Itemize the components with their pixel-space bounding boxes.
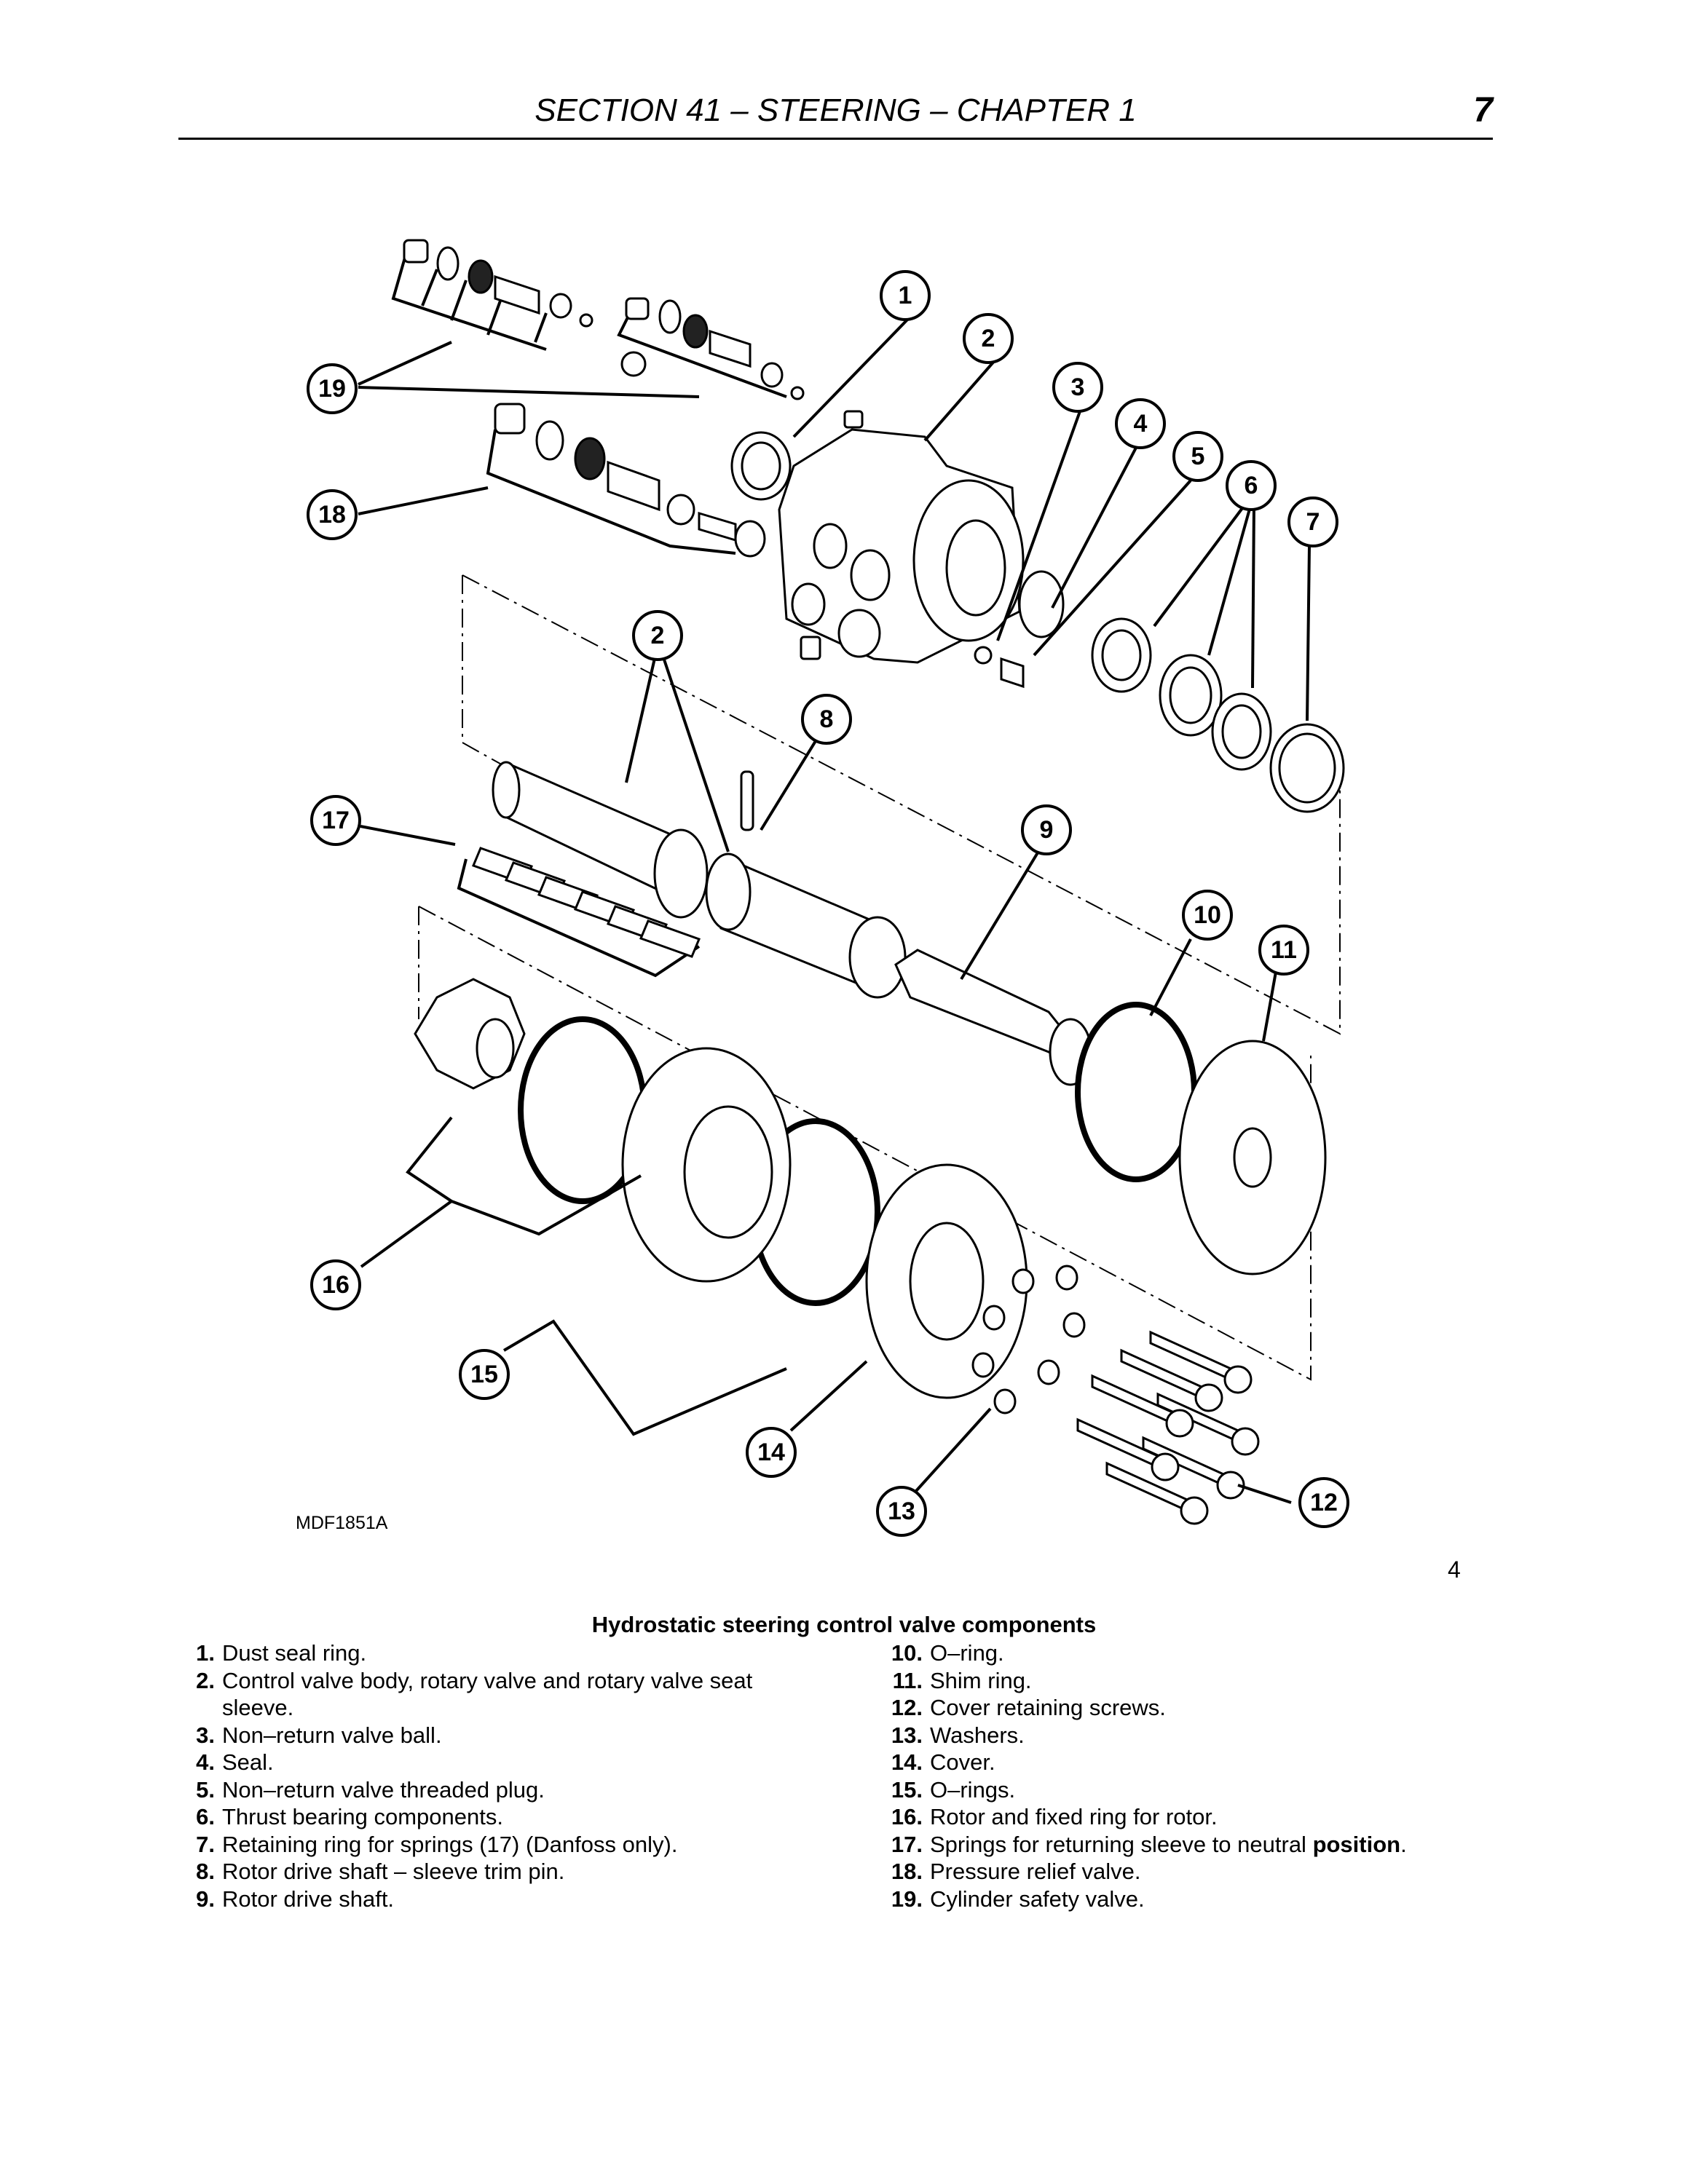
svg-text:6: 6 (1245, 472, 1258, 499)
pressure-relief-valve-parts (486, 403, 766, 558)
legend-item: 4.Seal. (196, 1749, 274, 1775)
svg-text:11: 11 (1271, 936, 1297, 964)
legend-item: 2.Control valve body, rotary valve and r… (196, 1667, 753, 1721)
axis-line-upper-left (462, 575, 554, 794)
page-header: SECTION 41 – STEERING – CHAPTER 1 7 (178, 89, 1493, 140)
cylinder-safety-valve-parts (391, 239, 805, 400)
legend-item: 15.O–rings. (891, 1776, 1016, 1803)
svg-text:1: 1 (899, 282, 912, 309)
callout-19: 19 (307, 363, 358, 414)
figure-code: MDF1851A (296, 1513, 388, 1533)
legend-item: 8.Rotor drive shaft – sleeve trim pin. (196, 1859, 565, 1884)
svg-text:2: 2 (651, 622, 665, 649)
rotor-drive-shaft (894, 949, 1092, 1086)
page-number: 7 (1473, 91, 1493, 130)
cover-bore (909, 1222, 985, 1341)
trim-pin (740, 770, 754, 831)
rotor-fixed-ring-core (683, 1105, 773, 1239)
non-return-threaded-plug (1000, 657, 1025, 689)
leader-lines (358, 315, 1311, 1504)
callout-6: 6 (1226, 460, 1277, 511)
svg-text:9: 9 (1040, 816, 1054, 844)
legend-item: 12.Cover retaining screws. (891, 1695, 1166, 1720)
rotary-valve (492, 761, 709, 919)
svg-text:12: 12 (1310, 1489, 1338, 1516)
legend-item: 1.Dust seal ring. (196, 1640, 367, 1666)
callout-7: 7 (1287, 496, 1338, 547)
cover-retaining-screws (1076, 1330, 1260, 1525)
non-return-ball (974, 646, 993, 665)
rotary-valve-sleeve (705, 852, 907, 999)
legend-item: 13.Washers. (891, 1722, 1025, 1748)
parts-legend-right: 10.O–ring. 11.Shim ring. 12.Cover retain… (870, 1639, 1496, 1912)
svg-text:15: 15 (470, 1361, 498, 1388)
legend-item: 7.Retaining ring for springs (17) (Danfo… (196, 1831, 678, 1857)
legend-item: 14.Cover. (891, 1749, 995, 1775)
callout-12: 12 (1298, 1477, 1349, 1528)
callout-13: 13 (876, 1486, 927, 1537)
legend-item: 16.Rotor and fixed ring for rotor. (891, 1804, 1218, 1829)
svg-text:17: 17 (322, 807, 350, 834)
legend-item: 11.Shim ring. (892, 1667, 1032, 1693)
axis-line-upper (462, 574, 1341, 1035)
figure-number: 4 (1448, 1556, 1461, 1583)
svg-text:10: 10 (1194, 901, 1221, 929)
svg-text:14: 14 (757, 1439, 785, 1466)
callout-11: 11 (1258, 925, 1309, 976)
svg-text:16: 16 (322, 1271, 350, 1299)
legend-item: 6.Thrust bearing components. (196, 1804, 503, 1829)
callout-8: 8 (801, 694, 852, 745)
svg-text:7: 7 (1306, 508, 1320, 536)
callout-1: 1 (880, 270, 931, 321)
callout-9: 9 (1021, 804, 1072, 855)
callout-4: 4 (1115, 398, 1166, 449)
callout-10: 10 (1182, 890, 1233, 941)
callout-14: 14 (746, 1427, 797, 1478)
washers (971, 1265, 1086, 1415)
svg-text:4: 4 (1134, 410, 1148, 438)
legend-item: 3.Non–return valve ball. (196, 1722, 442, 1748)
legend-item: 10.O–ring. (891, 1640, 1004, 1666)
legend-item: 18.Pressure relief valve. (891, 1859, 1141, 1884)
thrust-bearing-components (1091, 617, 1272, 771)
legend-item: 5.Non–return valve threaded plug. (196, 1776, 545, 1803)
o-ring-10 (1075, 1002, 1197, 1182)
legend-item: 19.Cylinder safety valve. (891, 1886, 1145, 1912)
callout-3: 3 (1052, 362, 1103, 413)
callout-18: 18 (307, 489, 358, 540)
parts-legend-left: 1.Dust seal ring. 2.Control valve body, … (178, 1639, 848, 1912)
callout-15: 15 (459, 1349, 510, 1400)
callout-2-upper: 2 (963, 313, 1014, 364)
svg-text:5: 5 (1191, 443, 1205, 470)
seal-ring (1018, 570, 1065, 638)
figure-caption: Hydrostatic steering control valve compo… (591, 1612, 1097, 1637)
callout-17: 17 (310, 795, 361, 846)
svg-text:19: 19 (318, 375, 346, 403)
svg-text:3: 3 (1071, 373, 1085, 401)
exploded-view-diagram: 1 2 3 4 5 6 7 2 8 9 10 11 12 13 14 15 16… (307, 239, 1349, 1537)
rotor-star-spline (476, 1018, 515, 1079)
svg-text:18: 18 (318, 501, 346, 529)
callout-5: 5 (1172, 431, 1223, 482)
callout-16: 16 (310, 1259, 361, 1310)
retaining-ring-inner (1278, 732, 1336, 804)
control-valve-body (730, 410, 1025, 664)
svg-text:2: 2 (982, 325, 995, 352)
shim-ring-bore (1233, 1127, 1272, 1188)
legend-item: 17.Springs for returning sleeve to neutr… (891, 1831, 1407, 1857)
section-title: SECTION 41 – STEERING – CHAPTER 1 (535, 92, 1137, 128)
header-rule (178, 138, 1493, 140)
neutral-springs (457, 847, 701, 978)
legend-item: 9.Rotor drive shaft. (196, 1886, 395, 1912)
svg-text:8: 8 (820, 705, 834, 733)
callout-2-lower: 2 (632, 610, 683, 661)
svg-text:13: 13 (888, 1497, 915, 1525)
